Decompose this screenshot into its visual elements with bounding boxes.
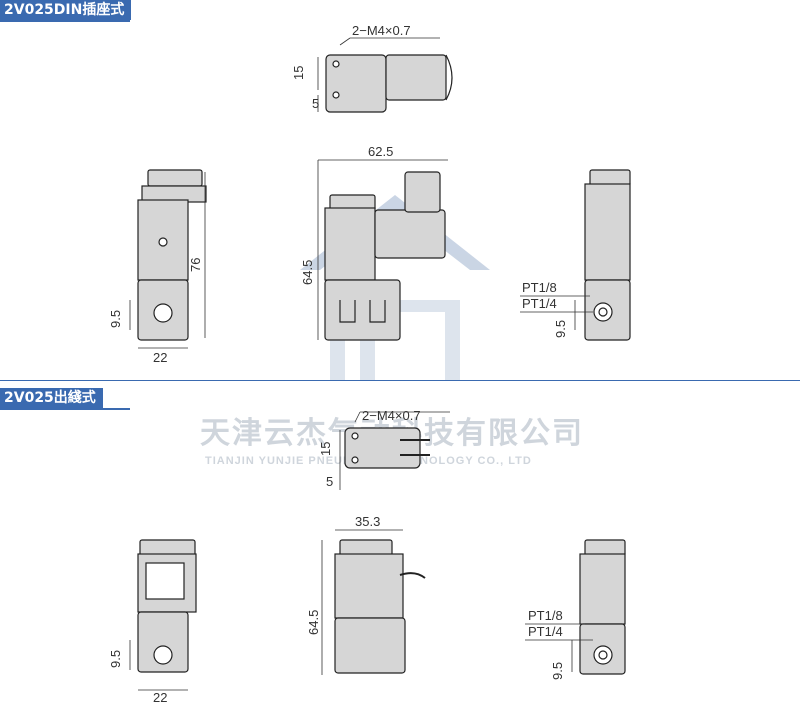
dim-pt18-din: PT1/8 (522, 280, 557, 295)
dim-22-wire: 22 (153, 690, 167, 705)
section-title-din: 2V025DIN插座式 (0, 0, 132, 20)
section-rule-wire (0, 408, 130, 410)
wire-side-view (334, 539, 426, 674)
section-title-wire: 2V025出綫式 (0, 388, 103, 408)
wire-top-view (344, 427, 430, 469)
dim-bottom-5: 5 (326, 474, 333, 489)
wire-right-view (579, 539, 626, 675)
dim-height-64-din: 64.5 (300, 260, 315, 285)
dim-9-5-left-din: 9.5 (108, 310, 123, 328)
dim-22-din: 22 (153, 350, 167, 365)
dim-9-5-left-wire: 9.5 (108, 650, 123, 668)
dim-height-64-wire: 64.5 (306, 610, 321, 635)
wire-front-view (137, 539, 197, 673)
din-top-view (325, 54, 453, 113)
dim-top-5: 5 (312, 96, 319, 111)
dim-9-5-right-wire: 9.5 (550, 662, 565, 680)
section-divider (0, 380, 800, 381)
dim-pt14-din: PT1/4 (522, 296, 557, 311)
din-right-view (584, 169, 631, 341)
dim-top-15: 15 (291, 66, 306, 80)
dim-width-62: 62.5 (368, 144, 393, 159)
dim-9-5-right-din: 9.5 (553, 320, 568, 338)
section-rule-din (0, 20, 130, 22)
dim-width-35: 35.3 (355, 514, 380, 529)
dimension-lines (129, 37, 593, 691)
din-side-view (324, 171, 446, 341)
dim-pt14-wire: PT1/4 (528, 624, 563, 639)
din-front-view (137, 169, 207, 341)
dim-height-76: 76 (188, 258, 203, 272)
dim-bottom-thread: 2−M4×0.7 (362, 408, 421, 423)
dim-top-thread: 2−M4×0.7 (352, 23, 411, 38)
dim-bottom-15: 15 (318, 442, 333, 456)
dim-pt18-wire: PT1/8 (528, 608, 563, 623)
